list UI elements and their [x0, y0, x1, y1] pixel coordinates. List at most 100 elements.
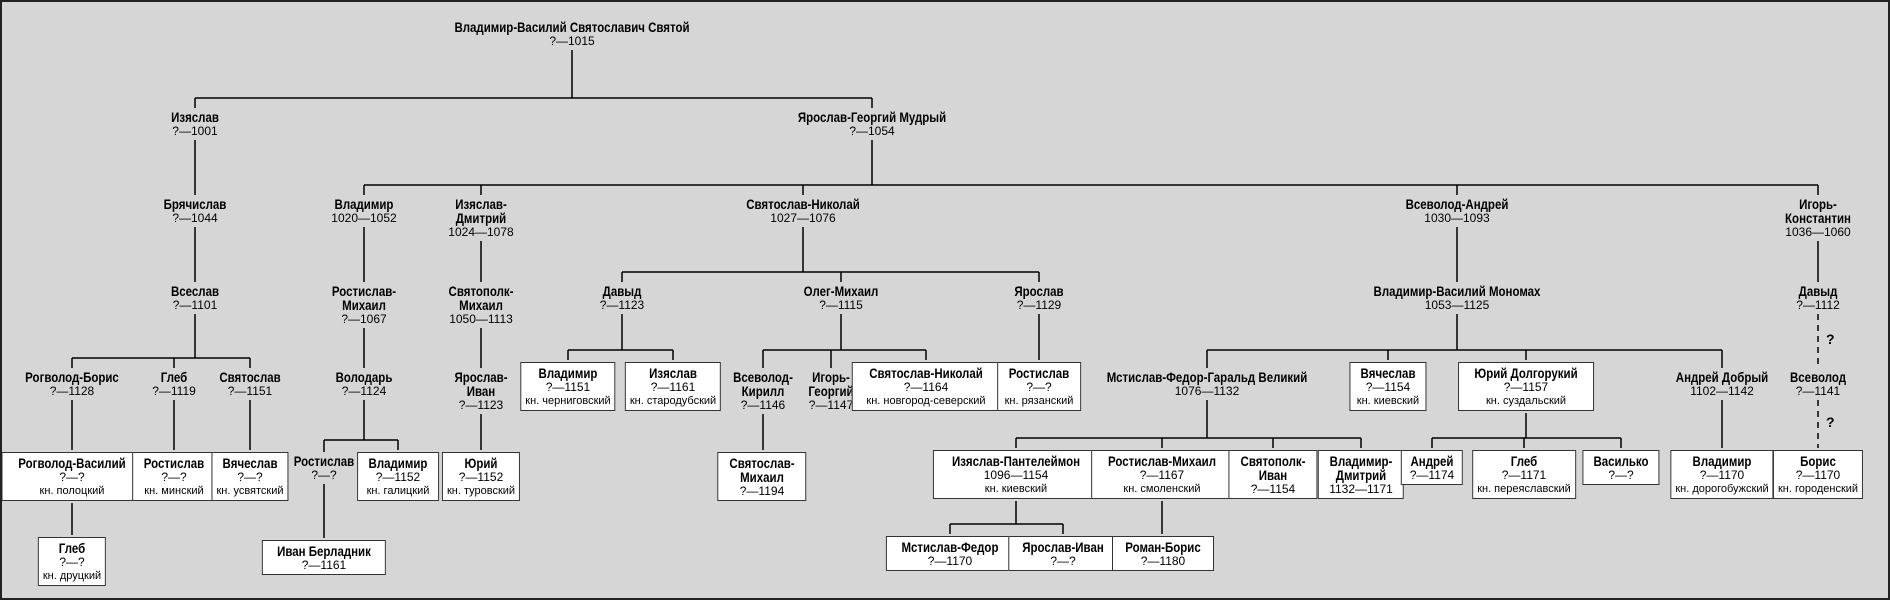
person-dates: ?—? — [59, 555, 85, 569]
person-gleb2: Глеб?—?кн. друцкий — [37, 537, 107, 586]
person-title: кн. смоленский — [1123, 483, 1201, 495]
person-name: Ростислав-Михаил — [1108, 453, 1216, 469]
person-dates: ?—1157 — [1503, 380, 1549, 394]
person-yaroslav-ivan: Ярослав-Иван?—1123 — [449, 370, 514, 412]
person-vladimir-vasily: Владимир-Василий Святославич Святой?—101… — [429, 20, 716, 48]
person-roman-boris: Роман-Борис?—1180 — [1112, 536, 1214, 571]
person-name: Всеволод-Кирилл — [733, 369, 793, 399]
person-vyacheslav1: Вячеслав?—?кн. усвятский — [211, 452, 289, 501]
person-dates: ?—1154 — [1365, 380, 1411, 394]
person-name: Изяслав-Пантелеймон — [951, 453, 1081, 469]
person-name: Всеволод-Андрей — [1405, 196, 1509, 212]
person-name: Андрей — [1410, 453, 1454, 469]
person-name: Давыд — [602, 283, 642, 299]
person-dates: ?—1129 — [1016, 298, 1062, 312]
person-dates: ?—1154 — [1250, 482, 1296, 496]
person-name: Изяслав — [649, 365, 697, 381]
person-david2: Давыд?—1112 — [1794, 284, 1841, 312]
person-name: Владимир — [1692, 453, 1752, 469]
person-name: Изяслав — [171, 109, 219, 125]
person-name: Святополк-Михаил — [448, 283, 514, 313]
person-dates: ?—1112 — [1796, 298, 1840, 312]
person-vasilko: Василько?—? — [1582, 450, 1660, 485]
person-name: Роман-Борис — [1125, 539, 1201, 555]
uncertain-mark: ? — [1826, 331, 1835, 347]
person-david1: Давыд?—1123 — [598, 284, 645, 312]
person-title: кн. дорогобужский — [1675, 483, 1769, 495]
person-dates: ?—? — [237, 470, 263, 484]
person-dates: ?—1001 — [172, 124, 218, 138]
person-dates: ?—? — [161, 470, 187, 484]
person-bryachislav: Брячислав?—1044 — [157, 197, 233, 225]
person-izyaslav1: Изяслав?—1001 — [166, 110, 224, 138]
person-dates: ?—1124 — [341, 384, 387, 398]
person-dates: ?—1115 — [819, 298, 863, 312]
person-dates: ?—1170 — [1699, 468, 1745, 482]
person-title: кн. полоцкий — [39, 485, 105, 497]
person-yaroslav2: Ярослав?—1129 — [1009, 284, 1069, 312]
person-name: Андрей Добрый — [1675, 369, 1769, 385]
person-name: Святослав — [219, 369, 281, 385]
person-name: Юрий — [464, 455, 498, 471]
person-dates: 1076—1132 — [1174, 384, 1240, 398]
person-title: кн. киевский — [1356, 395, 1420, 407]
person-name: Изяслав-Дмитрий — [455, 196, 507, 226]
person-dates: ?—? — [1608, 468, 1634, 482]
person-name: Олег-Михаил — [803, 283, 879, 299]
person-name: Владимир — [334, 196, 394, 212]
person-dates: ?—1015 — [549, 34, 595, 48]
person-name: Владимир — [538, 365, 598, 381]
person-title: кн. галицкий — [366, 485, 430, 497]
person-name: Всеслав — [170, 283, 220, 299]
person-dates: 1020—1052 — [331, 211, 397, 225]
person-yaroslav-ivan2: Ярослав-Иван?—? — [1008, 536, 1118, 571]
person-dates: 1030—1093 — [1424, 211, 1490, 225]
person-name: Владимир-Василий Мономах — [1373, 283, 1541, 299]
person-name: Вячеслав — [1360, 365, 1416, 381]
person-title: кн. переяславский — [1477, 483, 1571, 495]
person-name: Рогволод-Борис — [25, 369, 119, 385]
person-oleg-mikhail: Олег-Михаил?—1115 — [795, 284, 886, 312]
person-rostislav2: Ростислав?—? — [287, 454, 361, 482]
person-title: кн. киевский — [984, 483, 1048, 495]
person-title: кн. минский — [144, 485, 204, 497]
person-name: Святослав-Михаил — [729, 455, 795, 485]
person-dates: 1024—1078 — [448, 225, 514, 239]
person-dates: ?—1123 — [458, 398, 504, 412]
person-name: Мстислав-Федор-Гаральд Великий — [1106, 369, 1308, 385]
person-name: Владимир-Василий Святославич Святой — [454, 19, 690, 35]
person-dates: 1102—1142 — [1690, 384, 1754, 398]
person-name: Иван Берладник — [277, 543, 371, 559]
person-dates: ?—1147 — [808, 398, 854, 412]
person-vseslav: Всеслав?—1101 — [166, 284, 225, 312]
person-dates: 1036—1060 — [1785, 225, 1851, 239]
person-name: Ростислав — [1008, 365, 1070, 381]
person-dates: ?—1151 — [545, 380, 591, 394]
person-dates: ?—1180 — [1140, 554, 1186, 568]
person-name: Святополк-Иван — [1240, 453, 1306, 483]
person-name: Ярослав — [1014, 283, 1064, 299]
person-name: Брячислав — [163, 196, 227, 212]
person-dates: ?—? — [59, 470, 85, 484]
person-title: кн. рязанский — [1004, 395, 1074, 407]
person-yaroslav: Ярослав-Георгий Мудрый?—1054 — [782, 110, 963, 138]
person-title: кн. стародубский — [629, 395, 717, 407]
person-name: Василько — [1593, 453, 1649, 469]
person-dates: ?—1161 — [650, 380, 696, 394]
person-svyatoslav-mikhail: Святослав-Михаил?—1194 — [717, 452, 807, 501]
person-dates: ?—1174 — [1409, 468, 1455, 482]
person-dates: ?—1054 — [849, 124, 895, 138]
person-title: кн. черниговский — [525, 395, 611, 407]
